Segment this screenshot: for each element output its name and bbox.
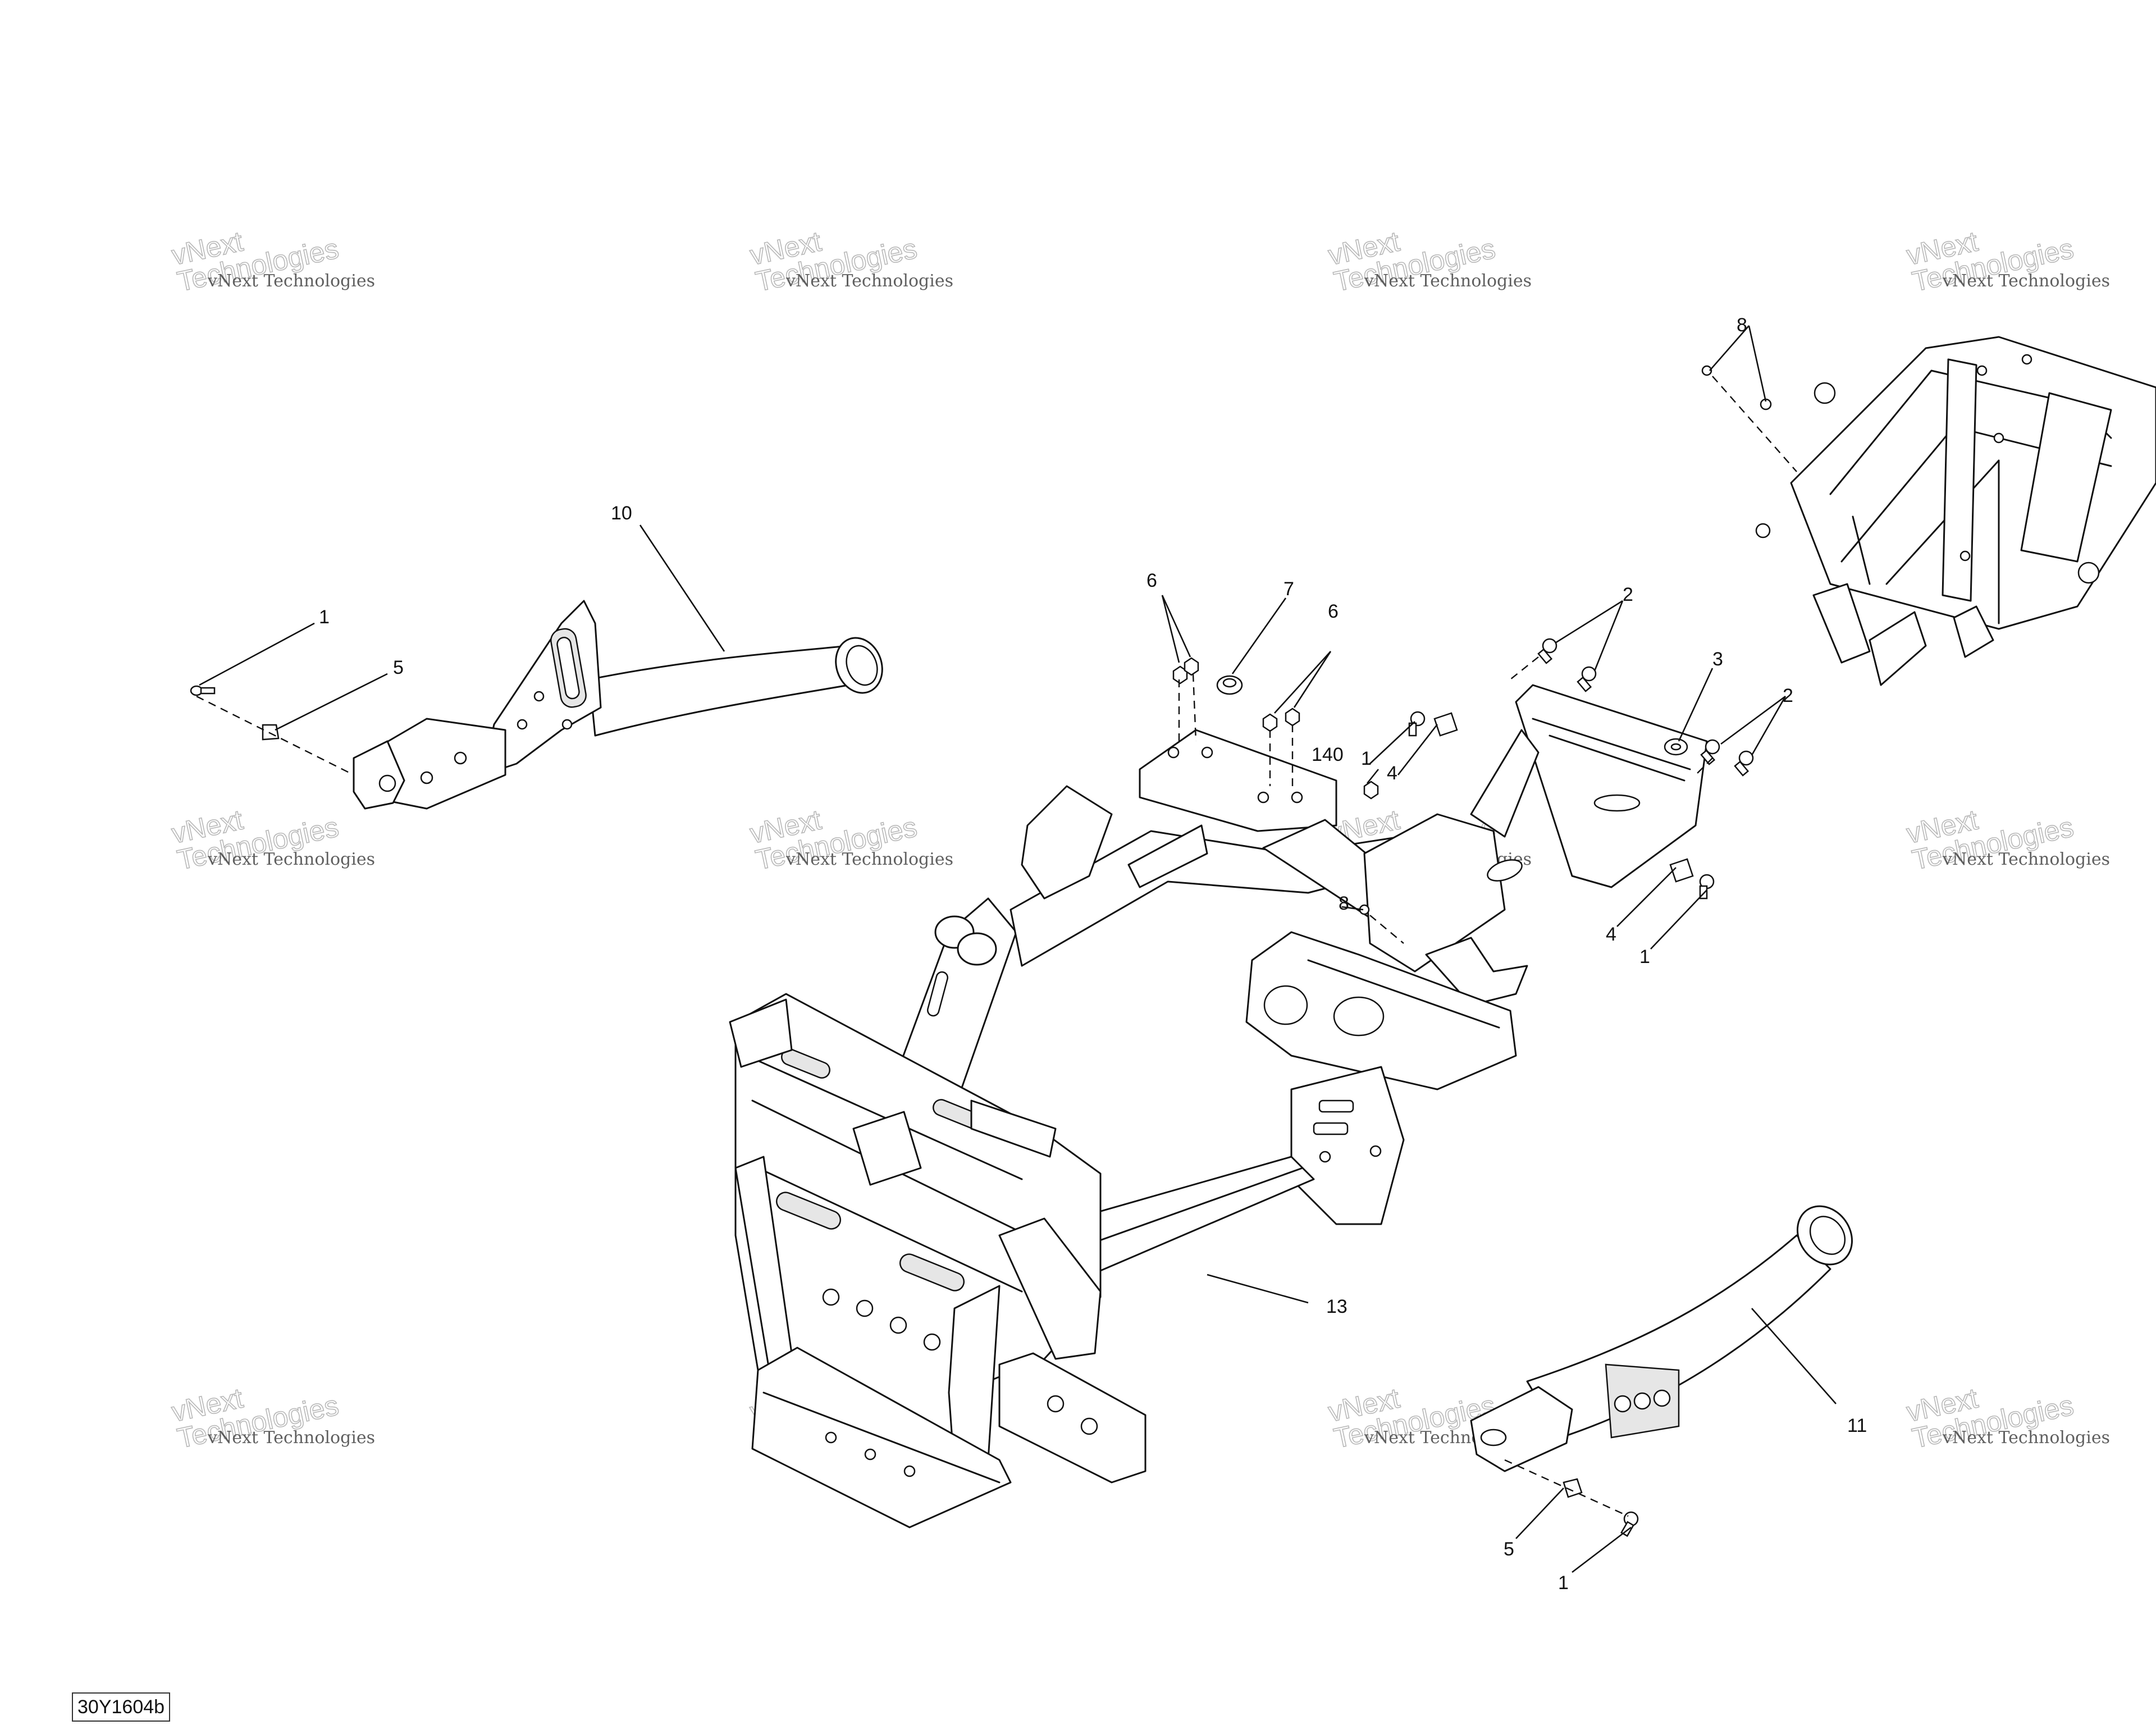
leader-5-right	[1515, 1487, 1564, 1539]
watermark: vNextTechnologies vNext Technologies	[1903, 804, 2110, 877]
callout-1: 1	[1558, 1572, 1569, 1594]
callout-4: 4	[1387, 763, 1397, 784]
leader-6	[1161, 595, 1180, 663]
leader-13	[1207, 1274, 1309, 1304]
nut-6	[1285, 708, 1300, 727]
callout-140: 140	[1312, 744, 1344, 765]
callout-13: 13	[1326, 1296, 1347, 1317]
nut-140	[1363, 781, 1379, 800]
callout-labels: 10 1 5 6 7 6 140 1 4 2 3 2 8 8 4 1 13 11…	[319, 314, 1867, 1594]
leader-3	[1678, 668, 1714, 742]
leader-1-right	[1572, 1526, 1632, 1573]
callout-2: 2	[1623, 584, 1633, 605]
leader-4-bottom	[1616, 867, 1677, 927]
watermark-text: vNext Technologies	[207, 1428, 375, 1448]
callout-1: 1	[1639, 946, 1650, 968]
front-frame-section	[1755, 336, 2156, 686]
hardware-axis	[1192, 673, 1197, 742]
leader-6	[1161, 595, 1191, 658]
nut-6	[1262, 713, 1278, 732]
leader-11	[1751, 1308, 1837, 1404]
callout-8: 8	[1339, 893, 1349, 914]
callout-2: 2	[1783, 685, 1793, 706]
hardware	[190, 365, 1797, 1537]
watermark: vNextTechnologies vNext Technologies	[747, 804, 953, 877]
watermark-text: vNext Technologies	[785, 271, 953, 291]
cage-nut-5-right	[1563, 1478, 1583, 1498]
callout-1: 1	[1361, 748, 1372, 769]
callout-6: 6	[1328, 601, 1339, 622]
leader-2b	[1751, 696, 1787, 756]
flange-bolt-2	[1700, 739, 1720, 765]
main-frame	[729, 684, 1708, 1528]
leader-140	[1366, 769, 1380, 784]
watermark-text: vNext Technologies	[1942, 850, 2110, 869]
callout-5: 5	[393, 657, 404, 678]
watermark-text: vNext Technologies	[785, 850, 953, 869]
callout-5: 5	[1504, 1539, 1514, 1560]
bolt-8	[1701, 365, 1712, 376]
watermark: vNextTechnologies vNext Technologies	[1903, 1382, 2110, 1455]
callout-4: 4	[1606, 924, 1616, 945]
leader-6b	[1293, 651, 1332, 708]
bracket-clip-4	[1669, 858, 1694, 883]
callout-7: 7	[1283, 578, 1294, 600]
leader-7	[1231, 597, 1287, 674]
leader-1-left	[199, 622, 315, 686]
watermark-text: vNext Technologies	[1942, 1428, 2110, 1448]
leader-1-mid	[1650, 889, 1707, 950]
nut-6	[1172, 665, 1188, 684]
callout-11: 11	[1847, 1415, 1867, 1436]
hardware-axis	[1504, 1459, 1629, 1517]
leader-2	[1593, 600, 1624, 672]
leader-lines	[199, 325, 1837, 1573]
watermark: vNextTechnologies vNext Technologies	[747, 225, 953, 298]
callout-10: 10	[611, 503, 632, 524]
right-trailing-arm	[1470, 1205, 1853, 1472]
callout-6: 6	[1146, 570, 1157, 591]
hardware-axis	[1369, 915, 1404, 944]
watermark-text: vNext Technologies	[1942, 271, 2110, 291]
bracket-clip-4	[1433, 712, 1458, 737]
leader-8	[1748, 325, 1767, 402]
cage-nut-5-left	[262, 724, 280, 741]
hardware-axis	[1695, 757, 1713, 775]
nut-6	[1184, 657, 1199, 676]
watermark: vNextTechnologies vNext Technologies	[168, 804, 375, 877]
watermark: vNextTechnologies vNext Technologies	[168, 1382, 375, 1455]
leader-2	[1555, 600, 1623, 644]
left-trailing-arm	[353, 600, 883, 810]
flange-bolt-2	[1537, 638, 1557, 664]
callout-3: 3	[1712, 649, 1723, 670]
hardware-axis	[196, 695, 354, 776]
watermark-text: vNext Technologies	[207, 271, 375, 291]
flange-bolt-2	[1734, 750, 1754, 777]
leader-2b	[1720, 695, 1786, 745]
leader-4-top	[1397, 724, 1438, 775]
bushing-7	[1216, 675, 1243, 695]
watermark: vNextTechnologies vNext Technologies	[1903, 225, 2110, 298]
diagram-code: 30Y1604b	[72, 1692, 171, 1722]
watermark: vNextTechnologies vNext Technologies	[168, 225, 375, 298]
leader-8b	[1341, 906, 1364, 911]
watermark-text: vNext Technologies	[1364, 271, 1532, 291]
watermark-text: vNext Technologies	[207, 850, 375, 869]
washer-3	[1664, 738, 1688, 756]
leader-1-top	[1369, 721, 1415, 764]
bolt-1-left	[190, 685, 216, 696]
callout-1: 1	[319, 606, 330, 628]
hardware-axis	[1510, 656, 1539, 680]
callout-8: 8	[1737, 314, 1747, 336]
hardware-axis	[1712, 376, 1797, 472]
watermark: vNextTechnologies vNext Technologies	[1325, 225, 1532, 298]
flange-bolt-2	[1577, 666, 1597, 692]
leader-8	[1709, 325, 1750, 371]
leader-10	[639, 524, 725, 652]
leader-5-left	[275, 673, 388, 731]
leader-6b	[1274, 651, 1331, 714]
